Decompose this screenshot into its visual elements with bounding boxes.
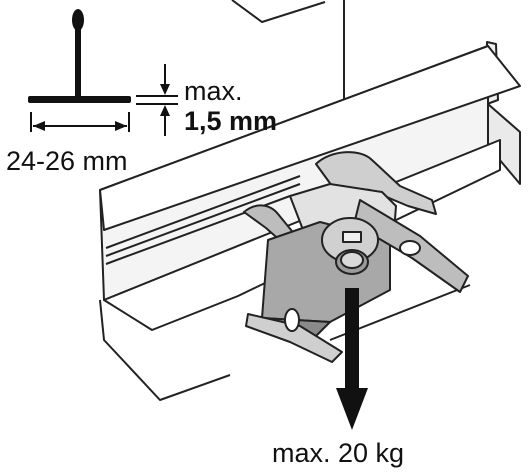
thickness-arrow-down-icon — [160, 84, 170, 95]
t-profile-stem — [75, 14, 81, 99]
width-arrow-right-icon — [115, 121, 127, 131]
width-label: 24-26 mm — [6, 146, 128, 176]
width-arrow-left-icon — [33, 121, 45, 131]
width-dimension — [30, 112, 130, 132]
t-profile-bulb — [72, 9, 84, 31]
thickness-dimension — [136, 64, 178, 136]
t-profile-section — [28, 9, 131, 103]
thickness-arrow-up-icon — [160, 105, 170, 116]
t-profile-flange — [28, 96, 131, 103]
load-arrow-icon — [336, 288, 368, 430]
ceiling-surface — [231, 0, 345, 112]
thickness-label-value: 1,5 mm — [184, 106, 278, 136]
thickness-label-max: max. — [184, 76, 243, 106]
load-label: max. 20 kg — [272, 438, 405, 468]
